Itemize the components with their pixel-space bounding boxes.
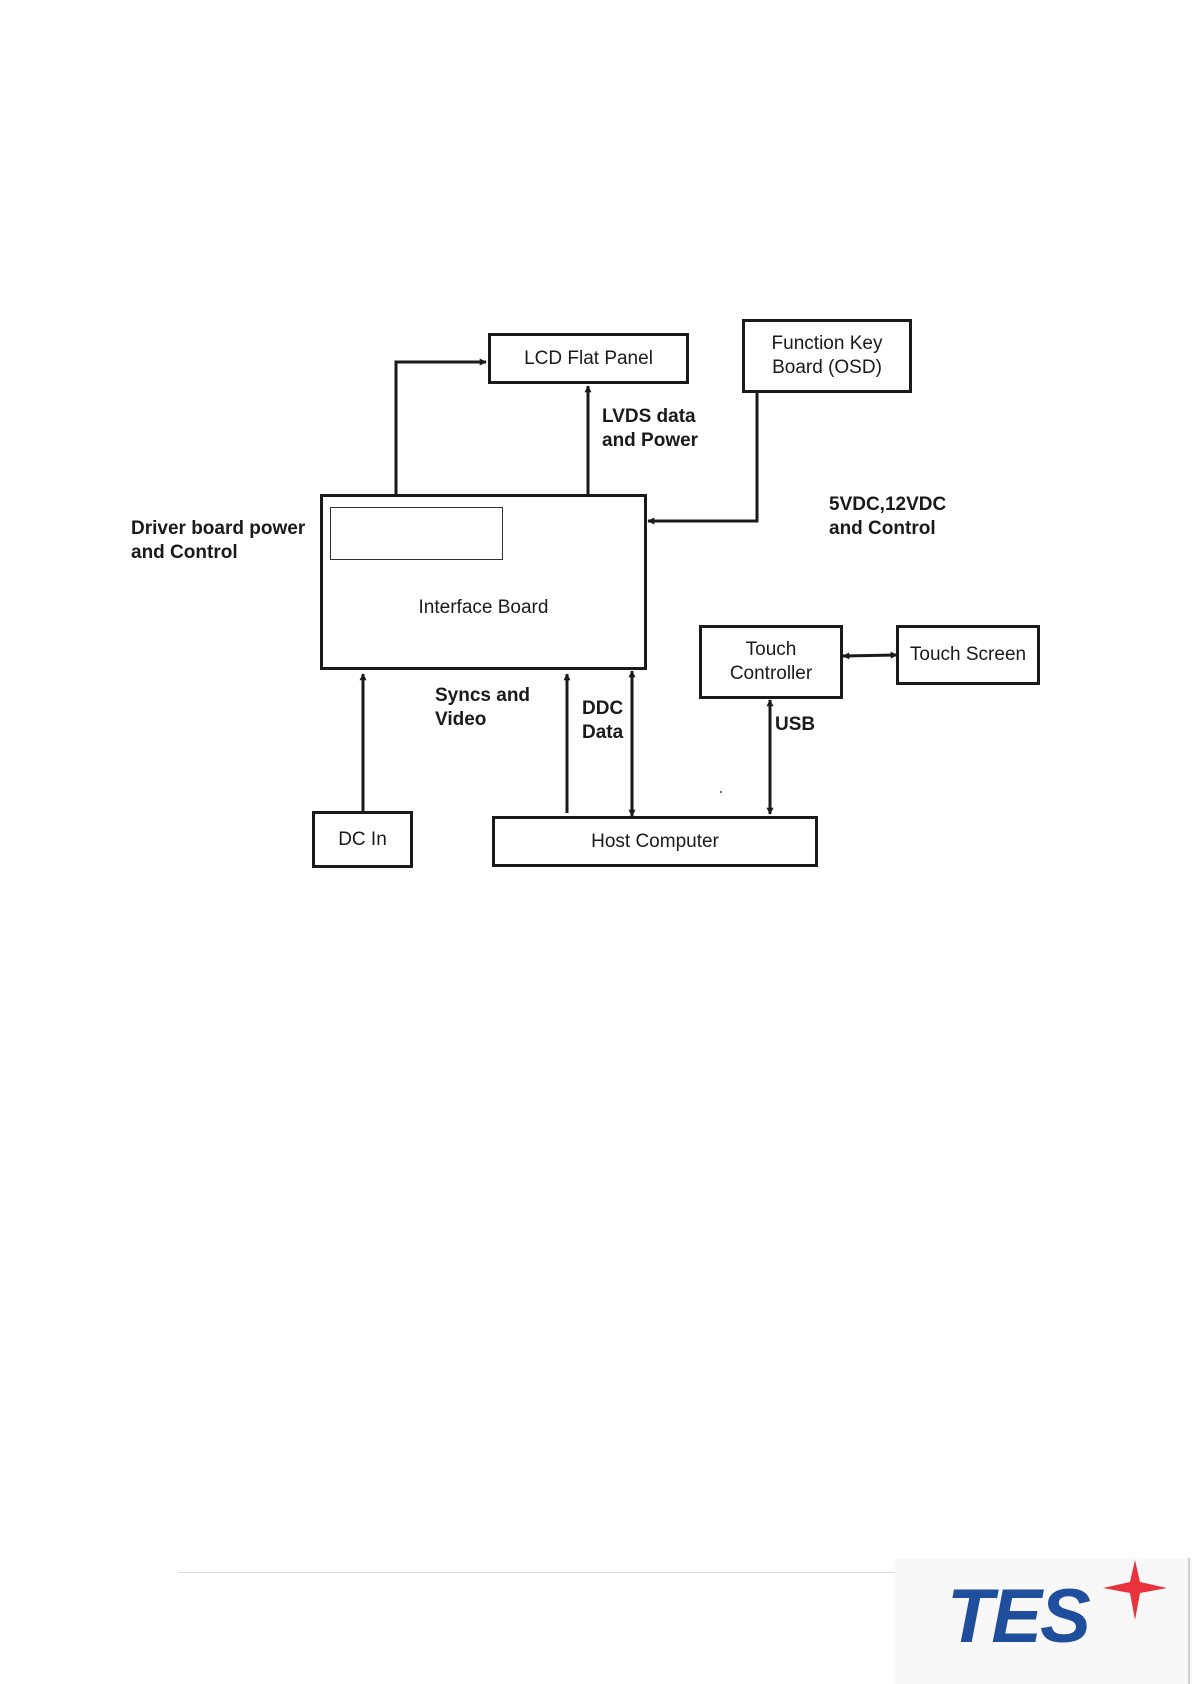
logo-edge-line xyxy=(1188,1558,1190,1684)
vdc-label: 5VDC,12VDC and Control xyxy=(829,493,946,541)
arrow-touch-link xyxy=(843,655,897,656)
stray-dot xyxy=(720,791,722,793)
ddc-data-label: DDC Data xyxy=(582,697,623,745)
touch-controller-box: Touch Controller xyxy=(699,625,843,699)
lvds-label: LVDS data and Power xyxy=(602,405,698,453)
footer-divider xyxy=(178,1572,975,1573)
syncs-video-label: Syncs and Video xyxy=(435,684,530,732)
tes-logo-text: TES xyxy=(947,1574,1090,1659)
touch-screen-box: Touch Screen xyxy=(896,625,1040,685)
usb-label: USB xyxy=(775,713,815,737)
tes-logo: TES xyxy=(935,1560,1175,1660)
function-key-board-box: Function Key Board (OSD) xyxy=(742,319,912,393)
interface-board-inner-module xyxy=(330,507,503,560)
star-icon xyxy=(1103,1560,1167,1620)
interface-board-label: Interface Board xyxy=(323,596,644,620)
host-computer-box: Host Computer xyxy=(492,816,818,867)
driver-board-label: Driver board power and Control xyxy=(131,517,305,565)
lcd-flat-panel-box: LCD Flat Panel xyxy=(488,333,689,384)
dc-in-box: DC In xyxy=(312,811,413,868)
